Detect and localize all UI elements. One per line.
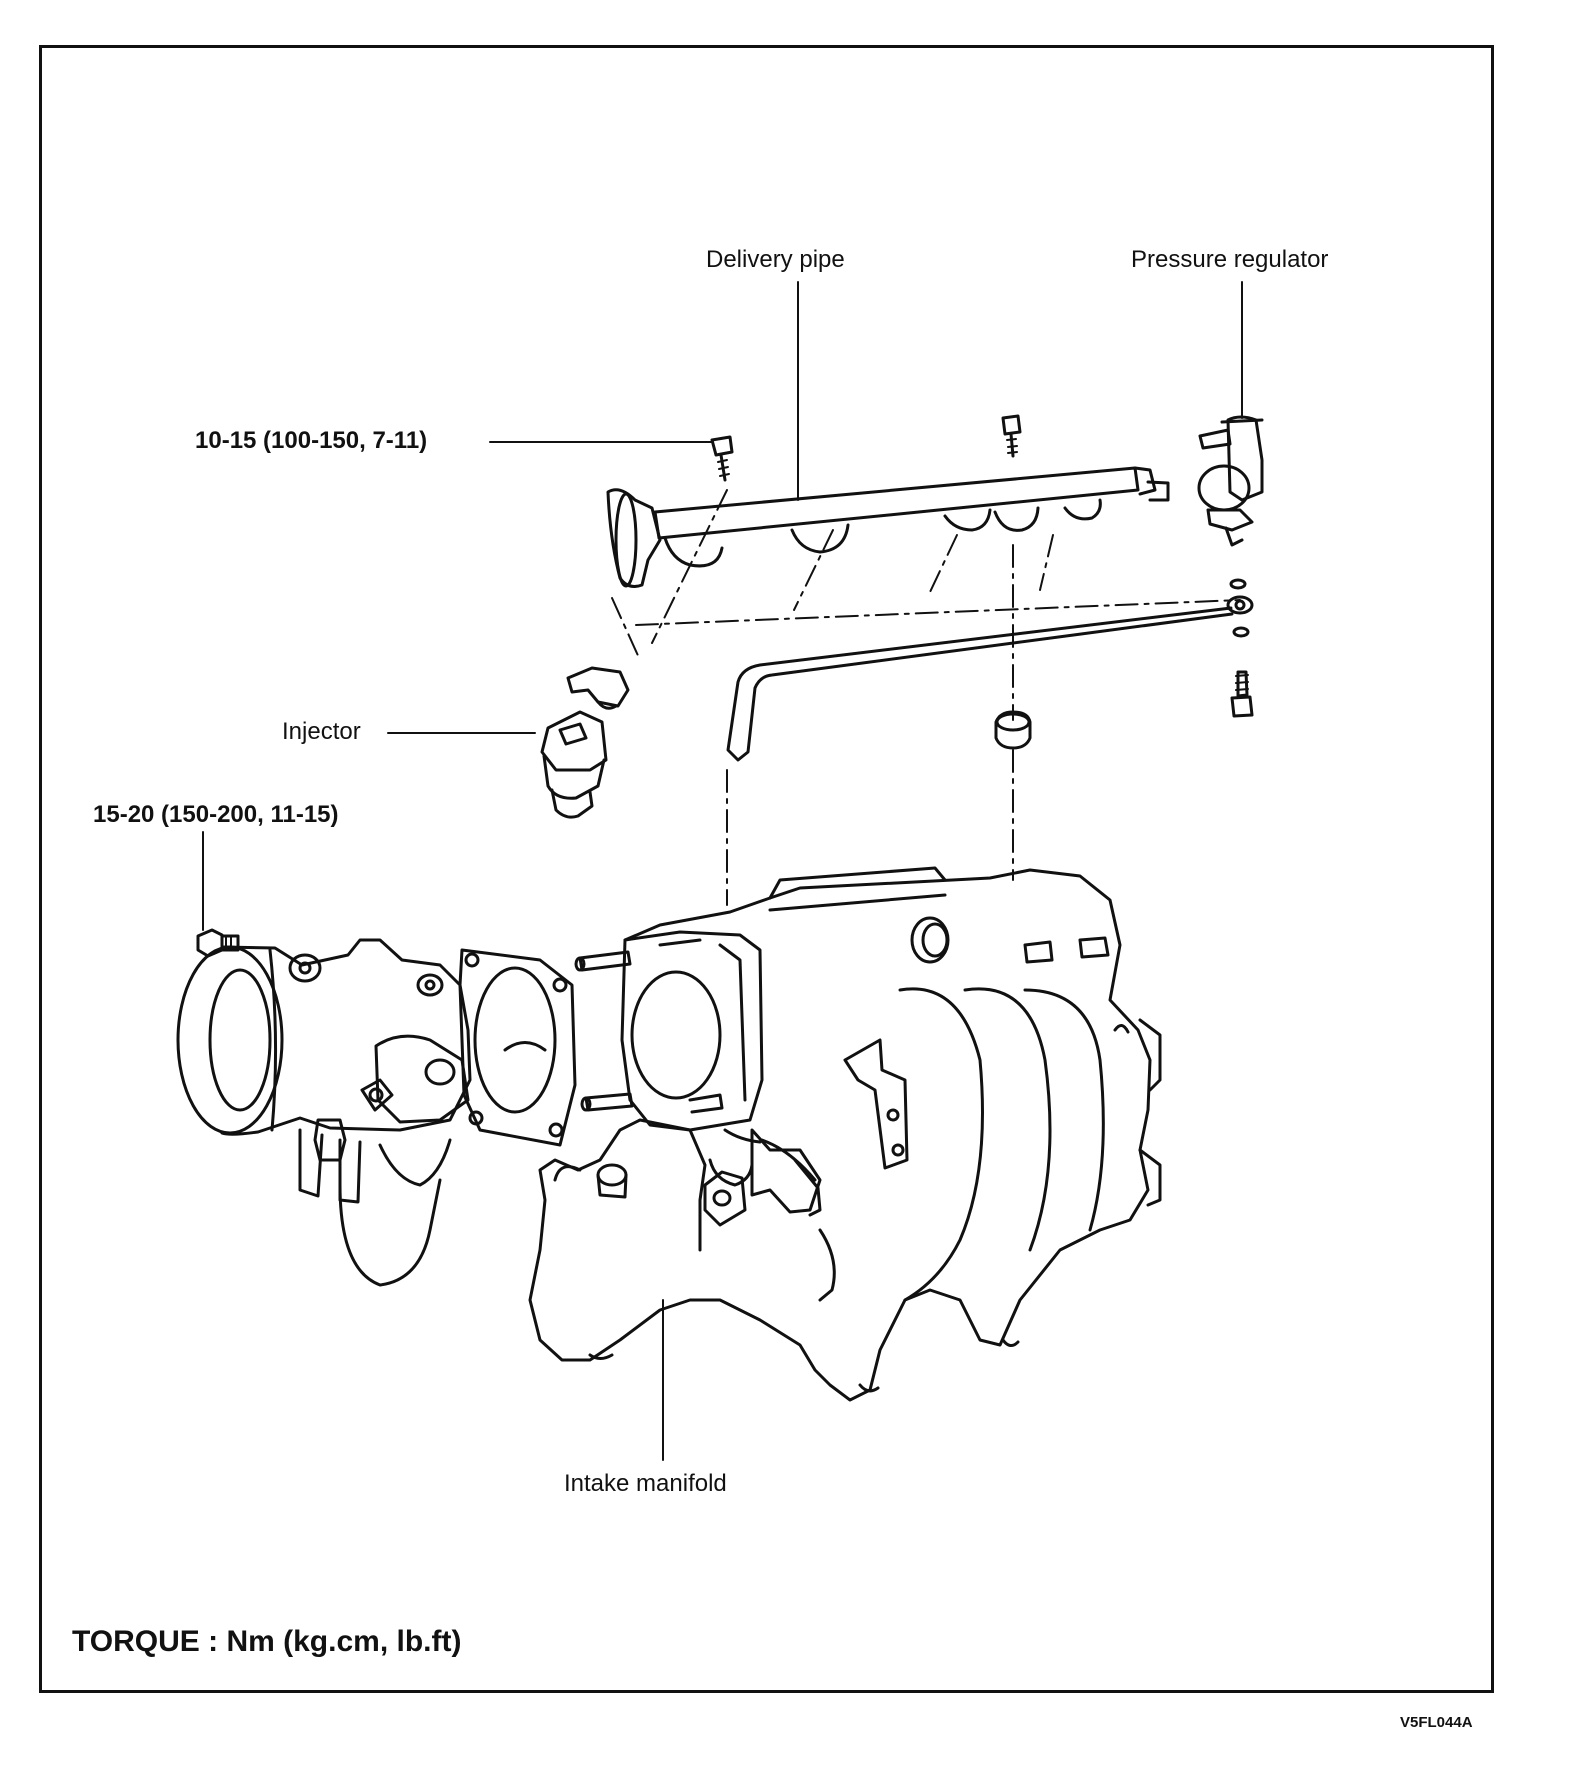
- manifold-studs: [574, 950, 634, 1112]
- injector-clip: [566, 666, 630, 710]
- label-delivery-pipe-bolt-torque: 10-15 (100-150, 7-11): [195, 427, 428, 454]
- label-throttle-body-bolt-torque: 15-20 (150-200, 11-15): [93, 801, 339, 828]
- torque-units-note: TORQUE : Nm (kg.cm, lb.ft): [72, 1625, 462, 1658]
- intake-manifold: [528, 866, 1162, 1402]
- insulator: [994, 710, 1032, 750]
- figure-code: V5FL044A: [1400, 1714, 1473, 1731]
- assembly-centerlines: [611, 489, 1241, 906]
- delivery-pipe-bolts: [710, 414, 1022, 482]
- throttle-body-bolt: [196, 928, 240, 958]
- diagram-frame: [39, 45, 1494, 1693]
- mounting-bracket-and-bolt: [726, 578, 1254, 762]
- throttle-body: [176, 938, 472, 1287]
- leader-lines: [202, 281, 1243, 1461]
- label-intake-manifold: Intake manifold: [564, 1470, 727, 1497]
- pressure-regulator: [1197, 415, 1264, 547]
- label-delivery-pipe: Delivery pipe: [706, 246, 845, 273]
- label-pressure-regulator: Pressure regulator: [1131, 246, 1329, 273]
- delivery-pipe: [606, 466, 1170, 588]
- injector: [540, 710, 608, 819]
- throttle-body-gasket: [458, 948, 577, 1147]
- label-injector: Injector: [282, 718, 361, 745]
